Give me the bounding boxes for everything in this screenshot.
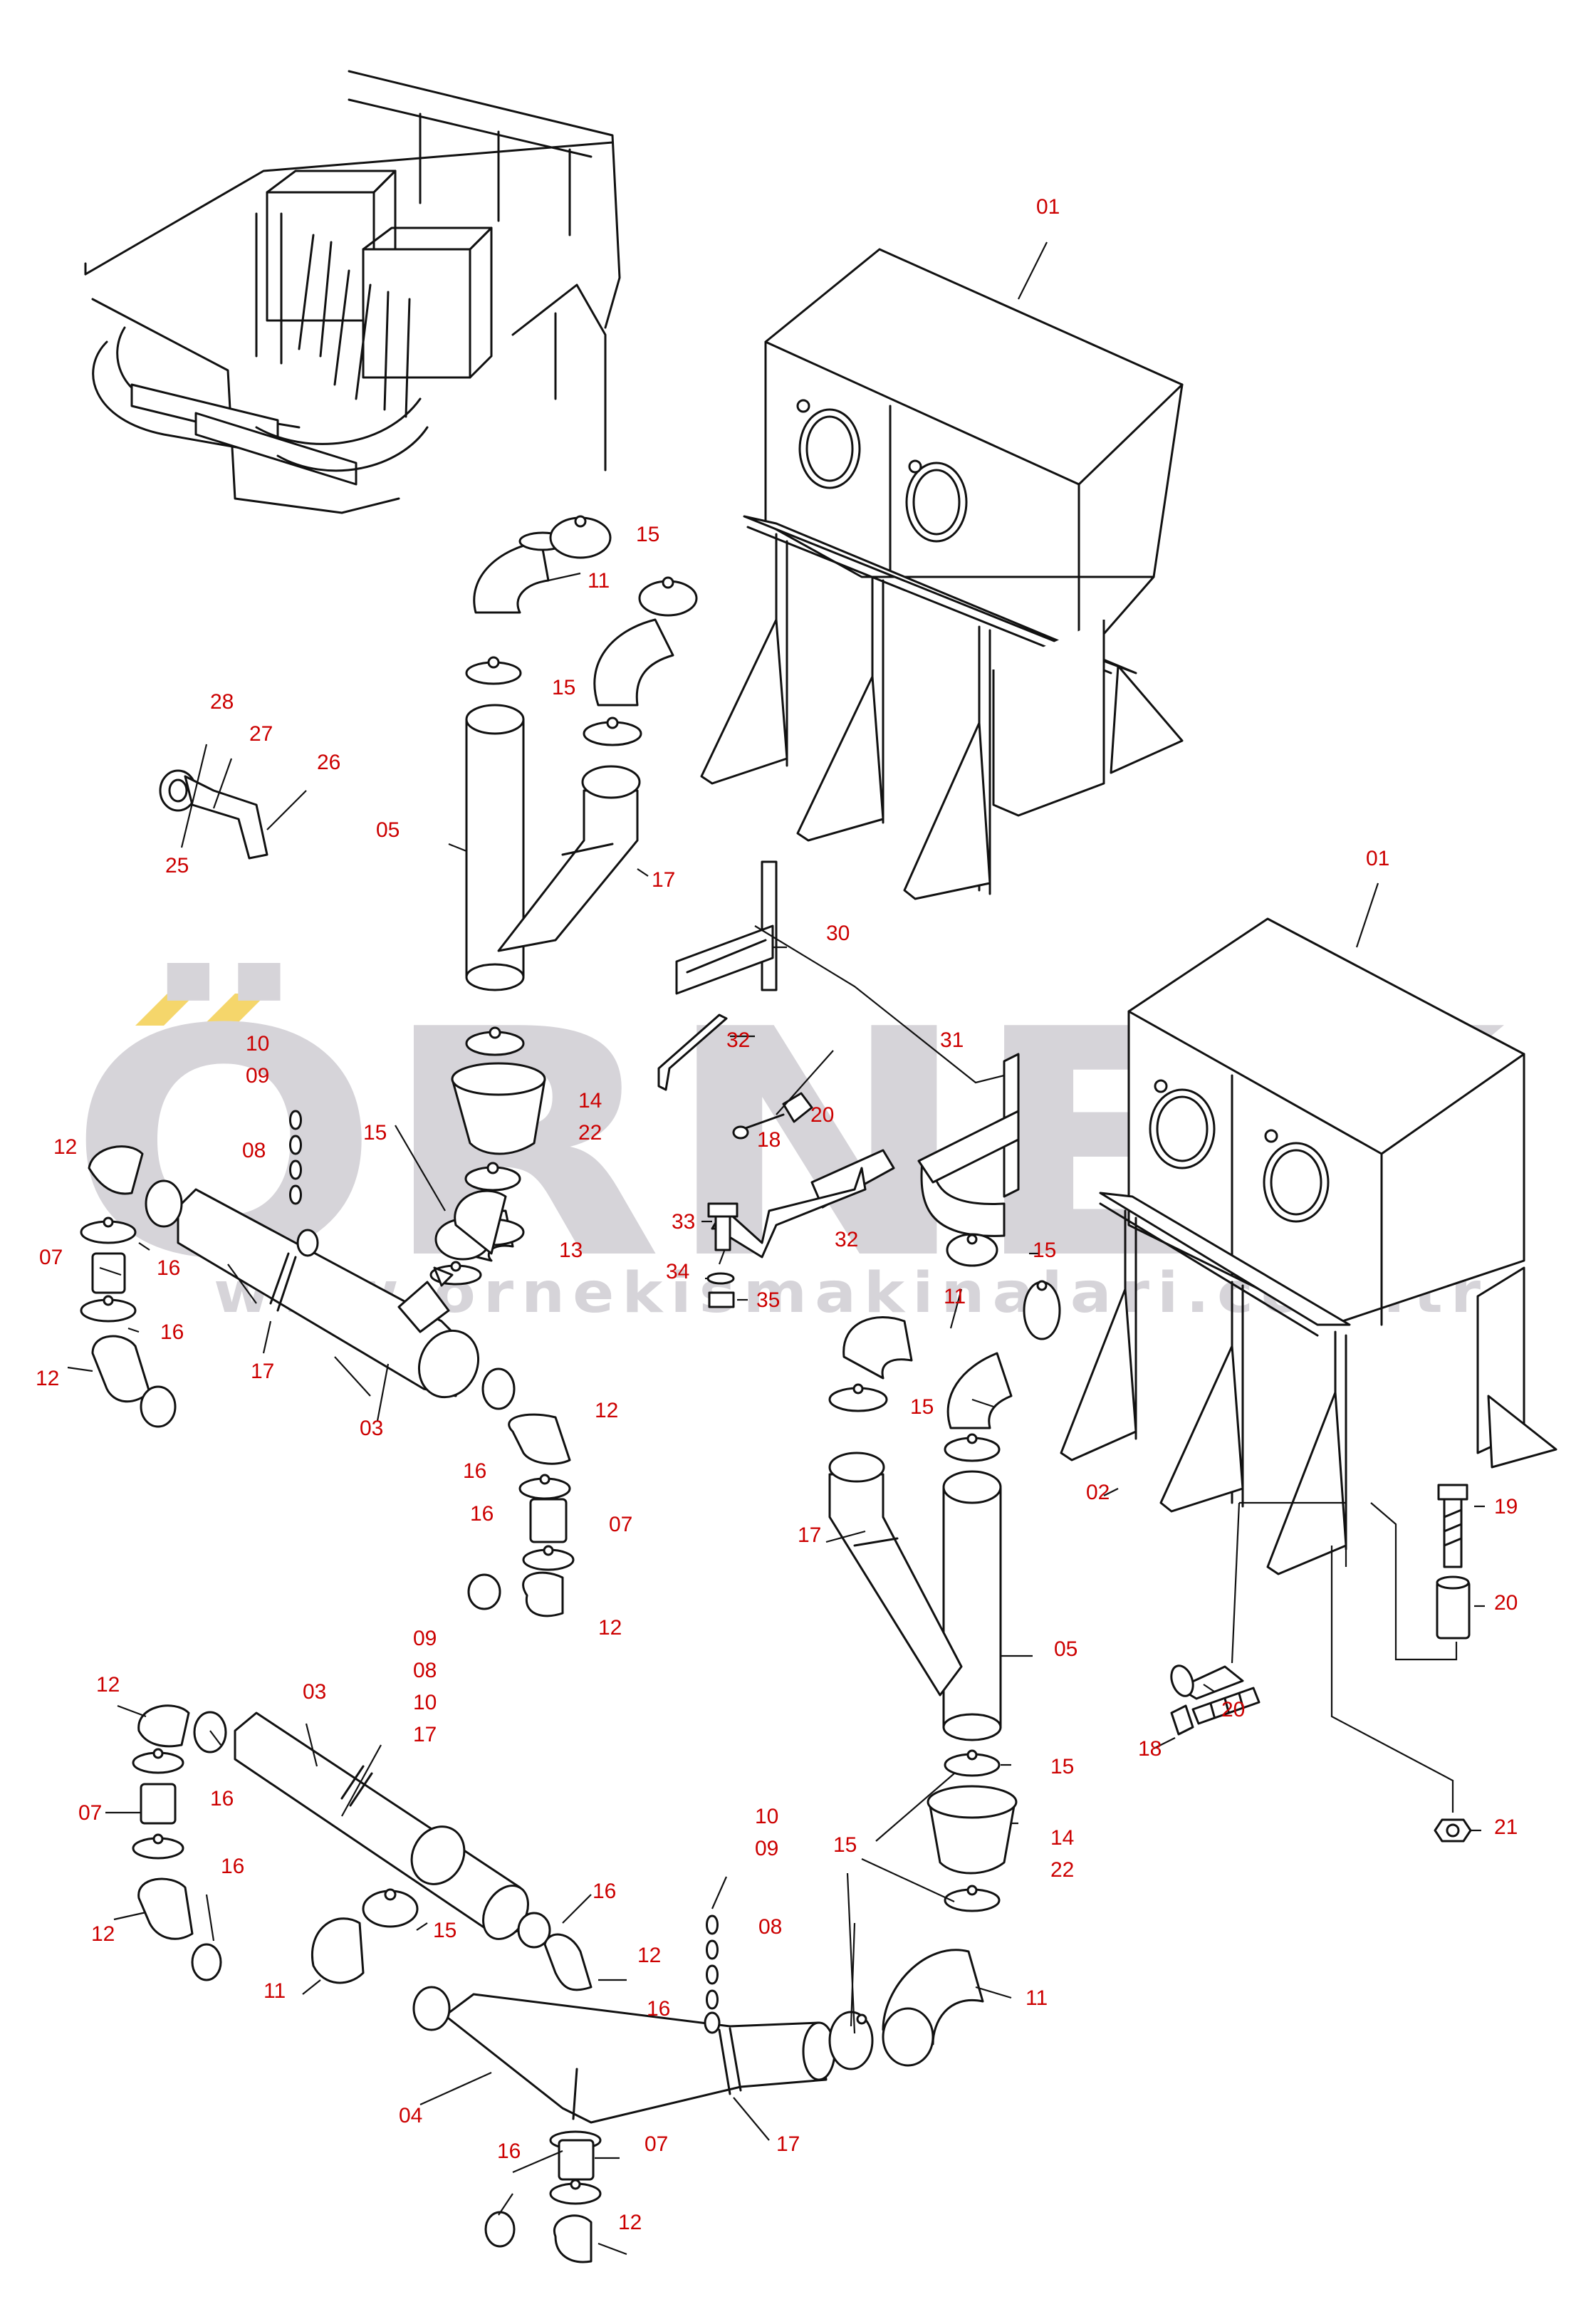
callout-20: 20 <box>1221 1698 1245 1721</box>
callout-26: 26 <box>317 751 340 774</box>
callout-17: 17 <box>776 2132 800 2156</box>
callout-05: 05 <box>1054 1637 1077 1661</box>
mounting-hardware <box>1103 1484 1485 1843</box>
left-silencer-pipe <box>67 1110 575 1617</box>
callout-11: 11 <box>1026 1986 1048 2010</box>
callout-22: 22 <box>1050 1858 1074 1882</box>
callout-20: 20 <box>1494 1591 1518 1615</box>
callouts: 01 01 02 03 03 04 05 05 07 07 07 07 08 0… <box>36 195 1518 2234</box>
callout-11: 11 <box>944 1285 966 1308</box>
callout-15: 15 <box>552 676 575 699</box>
callout-32: 32 <box>835 1228 858 1251</box>
callout-07: 07 <box>39 1246 63 1269</box>
callout-16: 16 <box>647 1997 670 2021</box>
silencer-box-top <box>700 241 1184 900</box>
callout-20: 20 <box>810 1103 834 1127</box>
callout-07: 07 <box>78 1801 102 1825</box>
callout-19: 19 <box>1494 1495 1518 1518</box>
callout-15: 15 <box>636 523 659 546</box>
callout-17: 17 <box>413 1723 437 1746</box>
callout-28: 28 <box>210 690 234 714</box>
right-pipe-assembly <box>825 1233 1061 2034</box>
callout-16: 16 <box>221 1855 244 1878</box>
callout-22: 22 <box>578 1121 602 1145</box>
callout-16: 16 <box>157 1256 180 1280</box>
callout-10: 10 <box>755 1805 778 1828</box>
callout-12: 12 <box>53 1135 77 1159</box>
callout-09: 09 <box>246 1064 269 1088</box>
callout-13: 13 <box>559 1239 583 1262</box>
callout-16: 16 <box>160 1320 184 1344</box>
callout-35: 35 <box>756 1288 780 1312</box>
callout-09: 09 <box>755 1837 778 1860</box>
callout-15: 15 <box>433 1919 456 1942</box>
callout-14: 14 <box>1050 1826 1074 1850</box>
silencer-box-right <box>1060 882 1557 1575</box>
callout-15: 15 <box>1050 1755 1074 1778</box>
callout-15: 15 <box>1033 1239 1056 1262</box>
callout-12: 12 <box>598 1616 622 1640</box>
lower-left-silencer-pipe <box>105 1704 627 2042</box>
bottom-y-pipe <box>412 1876 1012 2263</box>
callout-16: 16 <box>470 1502 494 1526</box>
callout-25: 25 <box>165 854 189 877</box>
callout-17: 17 <box>798 1523 821 1547</box>
callout-05: 05 <box>376 818 400 842</box>
callout-07: 07 <box>609 1513 632 1536</box>
exhaust-outlet-parts <box>159 744 307 860</box>
callout-33: 33 <box>672 1210 695 1234</box>
callout-03: 03 <box>303 1680 326 1704</box>
callout-07: 07 <box>645 2132 668 2156</box>
callout-12: 12 <box>595 1399 618 1422</box>
callout-01: 01 <box>1366 847 1389 870</box>
callout-14: 14 <box>578 1089 602 1113</box>
callout-18: 18 <box>1138 1737 1162 1761</box>
callout-16: 16 <box>210 1787 234 1810</box>
callout-30: 30 <box>826 922 850 945</box>
callout-04: 04 <box>399 2104 422 2127</box>
callout-32: 32 <box>726 1028 750 1052</box>
callout-08: 08 <box>413 1659 437 1682</box>
callout-08: 08 <box>242 1139 266 1162</box>
callout-12: 12 <box>96 1673 120 1697</box>
callout-16: 16 <box>497 2140 521 2163</box>
callout-16: 16 <box>593 1880 616 1903</box>
callout-12: 12 <box>91 1922 115 1946</box>
callout-34: 34 <box>666 1260 689 1283</box>
callout-10: 10 <box>246 1032 269 1056</box>
callout-27: 27 <box>249 722 273 746</box>
callout-03: 03 <box>360 1417 383 1440</box>
callout-08: 08 <box>758 1915 782 1939</box>
callout-15: 15 <box>910 1395 934 1419</box>
callout-09: 09 <box>413 1627 437 1650</box>
callout-11: 11 <box>263 1979 286 2003</box>
callout-18: 18 <box>757 1128 781 1152</box>
callout-01: 01 <box>1036 195 1060 219</box>
callout-21: 21 <box>1494 1815 1518 1839</box>
callout-12: 12 <box>36 1367 59 1390</box>
inset-overview <box>84 70 621 514</box>
brackets-assembly <box>657 860 1020 1308</box>
callout-17: 17 <box>251 1360 274 1383</box>
callout-31: 31 <box>940 1028 964 1052</box>
callout-02: 02 <box>1086 1481 1110 1504</box>
callout-16: 16 <box>463 1459 486 1483</box>
callout-12: 12 <box>618 2211 642 2234</box>
callout-10: 10 <box>413 1691 437 1714</box>
callout-12: 12 <box>637 1944 661 1967</box>
watermark-accent-left <box>135 994 196 1026</box>
callout-11: 11 <box>588 569 610 593</box>
callout-17: 17 <box>652 868 675 892</box>
callout-15: 15 <box>833 1833 857 1857</box>
callout-15: 15 <box>363 1121 387 1145</box>
watermark-accent-right <box>203 994 267 1026</box>
